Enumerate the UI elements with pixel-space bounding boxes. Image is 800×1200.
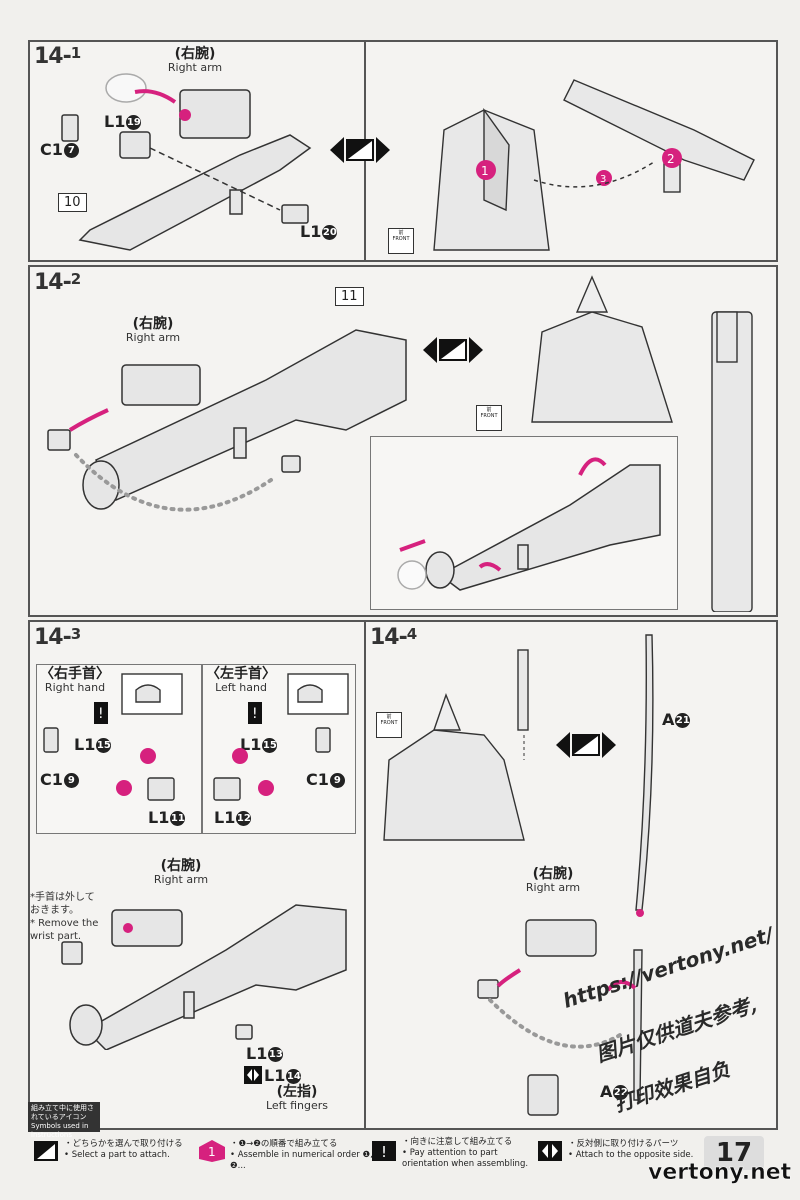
l1-20-part bbox=[281, 204, 309, 224]
grip-2 bbox=[233, 427, 247, 459]
robot-drawing-1: 1 2 3 bbox=[433, 79, 755, 251]
svg-text:3: 3 bbox=[600, 174, 606, 185]
svg-text:2: 2 bbox=[667, 152, 675, 166]
rifle-barrel bbox=[78, 134, 312, 251]
hands-drawing: ! ! bbox=[43, 673, 349, 801]
bazooka-drawing-2 bbox=[47, 329, 407, 512]
step-14-4-label: 14-4 bbox=[370, 625, 417, 650]
svg-text:!: ! bbox=[252, 706, 258, 722]
wrist-note: *手首は外して おきます。* Remove the wrist part. bbox=[30, 892, 99, 942]
svg-text:!: ! bbox=[98, 706, 104, 722]
left-fingers-label: (左指)Left fingers bbox=[265, 1084, 329, 1112]
order-icon: 1 bbox=[199, 1140, 225, 1162]
step-14-2-label: 14-2 bbox=[34, 270, 81, 295]
bazooka-body bbox=[94, 329, 407, 501]
right-arm-label-4: (右腕)Right arm bbox=[525, 866, 581, 894]
dash-line bbox=[149, 147, 281, 211]
right-arm-label-2: (右腕)Right arm bbox=[125, 316, 181, 344]
right-arm-label-1: (右腕)Right arm bbox=[167, 46, 223, 74]
legend-orientation: ・向きに注意して組み立てる• Pay attention to part ori… bbox=[402, 1137, 529, 1169]
arm-ghost bbox=[105, 73, 147, 103]
hand-part-2 bbox=[47, 429, 71, 451]
right-hand-label: 〈右手首〉Right hand bbox=[40, 666, 110, 694]
swap-icon-1 bbox=[330, 137, 390, 163]
step-14-3-label: 14-3 bbox=[34, 625, 81, 650]
arrow-1 bbox=[134, 89, 177, 104]
c1-part bbox=[61, 114, 79, 142]
rifle-2 bbox=[563, 79, 755, 181]
select-part-icon bbox=[34, 1141, 58, 1161]
right-arm-part-2 bbox=[121, 364, 201, 406]
robot-body-2 bbox=[531, 311, 673, 423]
page-number: 17 bbox=[704, 1136, 764, 1170]
opposite-side-icon bbox=[538, 1141, 562, 1161]
legend-bar: ・どちらかを選んで取り付ける• Select a part to attach.… bbox=[28, 1133, 708, 1175]
bazooka-drawing-3 bbox=[61, 904, 347, 1050]
robot-drawing-4 bbox=[383, 649, 529, 841]
right-arm-label-3: (右腕)Right arm bbox=[153, 858, 209, 886]
swap-icon-3 bbox=[556, 732, 616, 758]
grip bbox=[229, 189, 243, 215]
hand-part bbox=[119, 131, 151, 159]
step-14-1-label: 14-1 bbox=[34, 44, 81, 69]
robot-drawing-2 bbox=[531, 275, 753, 612]
legend-order: ・❶→❷の順番で組み立てる• Assemble in numerical ord… bbox=[230, 1139, 373, 1171]
svg-text:!: ! bbox=[381, 1143, 387, 1161]
legend-select: ・どちらかを選んで取り付ける• Select a part to attach. bbox=[64, 1139, 183, 1160]
svg-text:1: 1 bbox=[481, 164, 489, 178]
orientation-icon: ! bbox=[372, 1141, 396, 1161]
swap-icon-2 bbox=[423, 337, 483, 363]
detail-drawing bbox=[397, 457, 661, 591]
socket-mark bbox=[179, 109, 191, 121]
bazooka-detail bbox=[438, 464, 661, 591]
rifle-drawing-1 bbox=[61, 73, 312, 251]
row3-divider bbox=[364, 620, 366, 1130]
rod-drawing-4 bbox=[477, 634, 654, 1116]
runner-box-10: 10 bbox=[58, 193, 87, 212]
opposite-side-icon-inline bbox=[244, 1066, 262, 1084]
watermark-site: vertony.net bbox=[648, 1160, 792, 1186]
legend-opposite: ・反対側に取り付けるパーツ• Attach to the opposite si… bbox=[568, 1139, 694, 1160]
finger-part-2 bbox=[281, 455, 301, 473]
runner-box-11: 11 bbox=[335, 287, 364, 306]
left-hand-label: 〈左手首〉Left hand bbox=[206, 666, 276, 694]
svg-text:1: 1 bbox=[208, 1145, 216, 1159]
